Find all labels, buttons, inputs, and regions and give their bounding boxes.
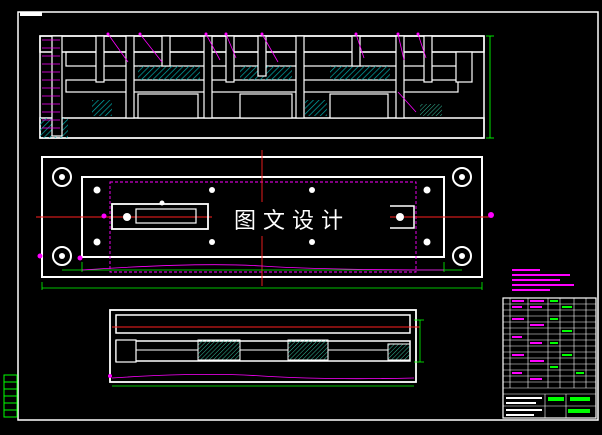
hatch-zone (305, 100, 327, 116)
drawing-border (17, 11, 599, 421)
left-edge-marks (3, 374, 18, 418)
plan-view-middle (36, 150, 494, 290)
hatch-zone (420, 104, 442, 116)
title-block (502, 297, 597, 419)
section-view-top (39, 32, 494, 139)
technical-notes (512, 269, 574, 291)
hatch-zone (138, 66, 200, 80)
frame-tab (20, 12, 42, 16)
section-view-bottom (108, 309, 424, 387)
watermark-text: 图文设计 (234, 209, 350, 234)
watermark-background (212, 202, 390, 236)
hatch-zone (92, 100, 112, 116)
hatch-zone (330, 66, 390, 80)
